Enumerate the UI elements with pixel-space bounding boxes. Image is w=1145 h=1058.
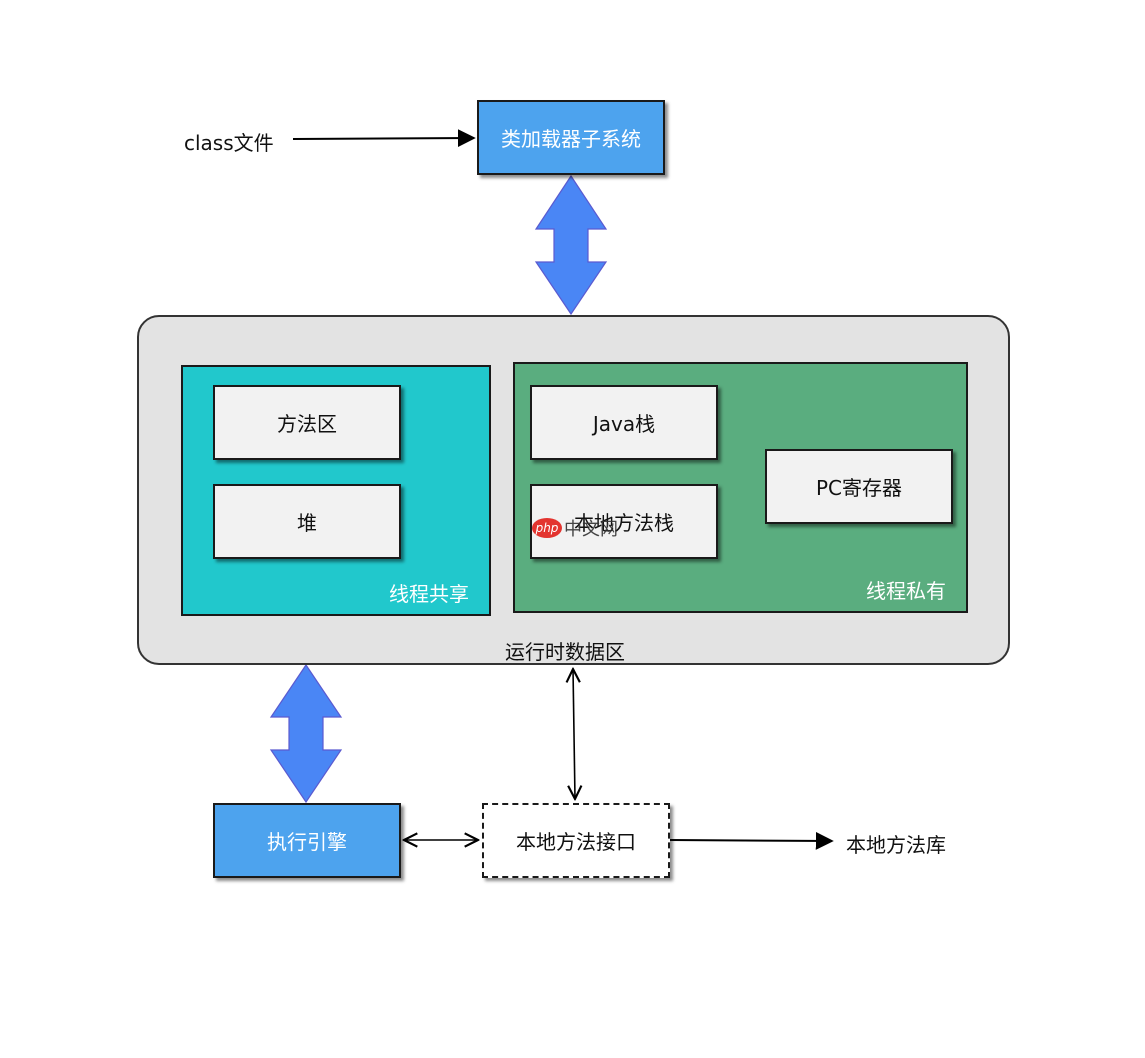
watermark-text: 中文网 xyxy=(564,519,618,540)
class-file-arrow xyxy=(292,129,476,148)
class-loader-subsystem-box: 类加载器子系统 xyxy=(477,100,665,175)
watermark-badge: php xyxy=(532,518,562,538)
native-method-interface-label: 本地方法接口 xyxy=(516,830,636,854)
native-method-library-label: 本地方法库 xyxy=(846,833,946,857)
native-method-stack-label: 本地方法栈 xyxy=(574,511,674,535)
native-method-stack-box: 本地方法栈 xyxy=(530,484,718,559)
thread-shared-caption: 线程共享 xyxy=(389,582,469,606)
runtime-data-area-title: 运行时数据区 xyxy=(505,640,625,664)
heap-label: 堆 xyxy=(297,511,317,535)
thread-private-caption: 线程私有 xyxy=(866,579,946,603)
runtime-interface-arrow xyxy=(573,669,575,799)
runtime-engine-double-arrow xyxy=(269,663,343,804)
java-stack-label: Java栈 xyxy=(592,412,656,436)
class-file-label: class文件 xyxy=(184,131,274,155)
method-area-box: 方法区 xyxy=(213,385,401,460)
php-watermark: php 中文网 xyxy=(532,515,618,541)
pc-register-box: PC寄存器 xyxy=(765,449,953,524)
loader-runtime-double-arrow xyxy=(534,174,608,316)
class-loader-label: 类加载器子系统 xyxy=(501,127,641,151)
pc-register-label: PC寄存器 xyxy=(815,476,903,500)
execution-engine-box: 执行引擎 xyxy=(213,803,401,878)
interface-library-arrow xyxy=(669,831,834,850)
native-method-interface-box: 本地方法接口 xyxy=(482,803,670,878)
method-area-label: 方法区 xyxy=(277,412,337,436)
execution-engine-label: 执行引擎 xyxy=(267,830,347,854)
heap-box: 堆 xyxy=(213,484,401,559)
java-stack-box: Java栈 xyxy=(530,385,718,460)
